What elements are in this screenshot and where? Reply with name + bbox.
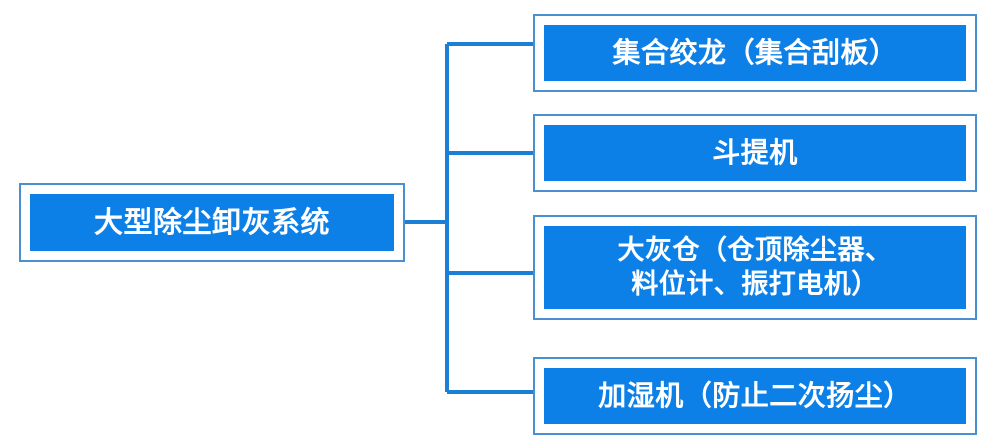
node-child-collecting-auger[interactable]: 集合绞龙（集合刮板） xyxy=(533,14,977,92)
node-child-3-fill: 加湿机（防止二次扬尘） xyxy=(544,368,966,424)
node-root[interactable]: 大型除尘卸灰系统 xyxy=(19,183,405,262)
node-child-0-fill: 集合绞龙（集合刮板） xyxy=(544,25,966,81)
node-child-2-label: 大灰仓（仓顶除尘器、 料位计、振打电机） xyxy=(617,234,893,300)
node-child-1-label: 斗提机 xyxy=(712,135,798,169)
node-child-0-label: 集合绞龙（集合刮板） xyxy=(612,35,898,69)
node-child-ash-silo[interactable]: 大灰仓（仓顶除尘器、 料位计、振打电机） xyxy=(533,215,977,320)
node-child-bucket-elevator[interactable]: 斗提机 xyxy=(533,114,977,192)
node-root-fill: 大型除尘卸灰系统 xyxy=(30,194,394,251)
node-root-label: 大型除尘卸灰系统 xyxy=(93,204,330,239)
node-child-3-label: 加湿机（防止二次扬尘） xyxy=(598,378,912,412)
node-child-humidifier[interactable]: 加湿机（防止二次扬尘） xyxy=(533,357,977,435)
node-child-1-fill: 斗提机 xyxy=(544,125,966,181)
node-child-2-fill: 大灰仓（仓顶除尘器、 料位计、振打电机） xyxy=(544,226,966,309)
